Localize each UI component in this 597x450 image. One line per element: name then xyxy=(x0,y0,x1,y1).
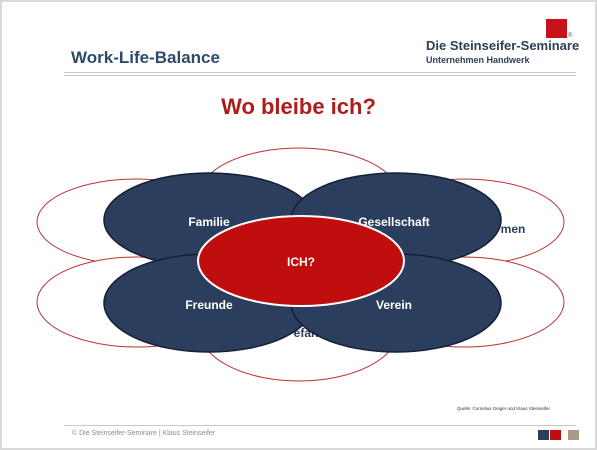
footer-copyright: © Die Steinseifer-Seminare | Klaus Stein… xyxy=(72,430,216,437)
outer-label-right: men xyxy=(501,222,526,236)
logo-registered-mark: ® xyxy=(568,33,573,39)
label-verein: Verein xyxy=(376,298,412,312)
label-gesellschaft: Gesellschaft xyxy=(358,215,429,229)
footer-square-navy-icon xyxy=(538,430,549,440)
logo-subtitle: Unternehmen Handwerk xyxy=(426,55,530,65)
label-familie: Familie xyxy=(188,215,230,229)
logo-square-icon xyxy=(546,19,567,38)
label-freunde: Freunde xyxy=(185,298,233,312)
logo-name: Die Steinseifer-Seminare xyxy=(426,38,580,53)
circle-ich xyxy=(197,215,405,307)
footer-square-beige-icon xyxy=(568,430,579,440)
main-title: Wo bleibe ich? xyxy=(221,94,376,119)
footer-square-red-icon xyxy=(550,430,561,440)
label-ich: ICH? xyxy=(287,255,315,269)
page-title: Work-Life-Balance xyxy=(71,48,220,67)
header-divider-top xyxy=(64,72,576,73)
source-note: Quelle: Cornelius Geiger und Klaus Stein… xyxy=(457,406,551,411)
header-divider-bottom xyxy=(64,75,576,76)
footer-divider xyxy=(64,425,576,426)
